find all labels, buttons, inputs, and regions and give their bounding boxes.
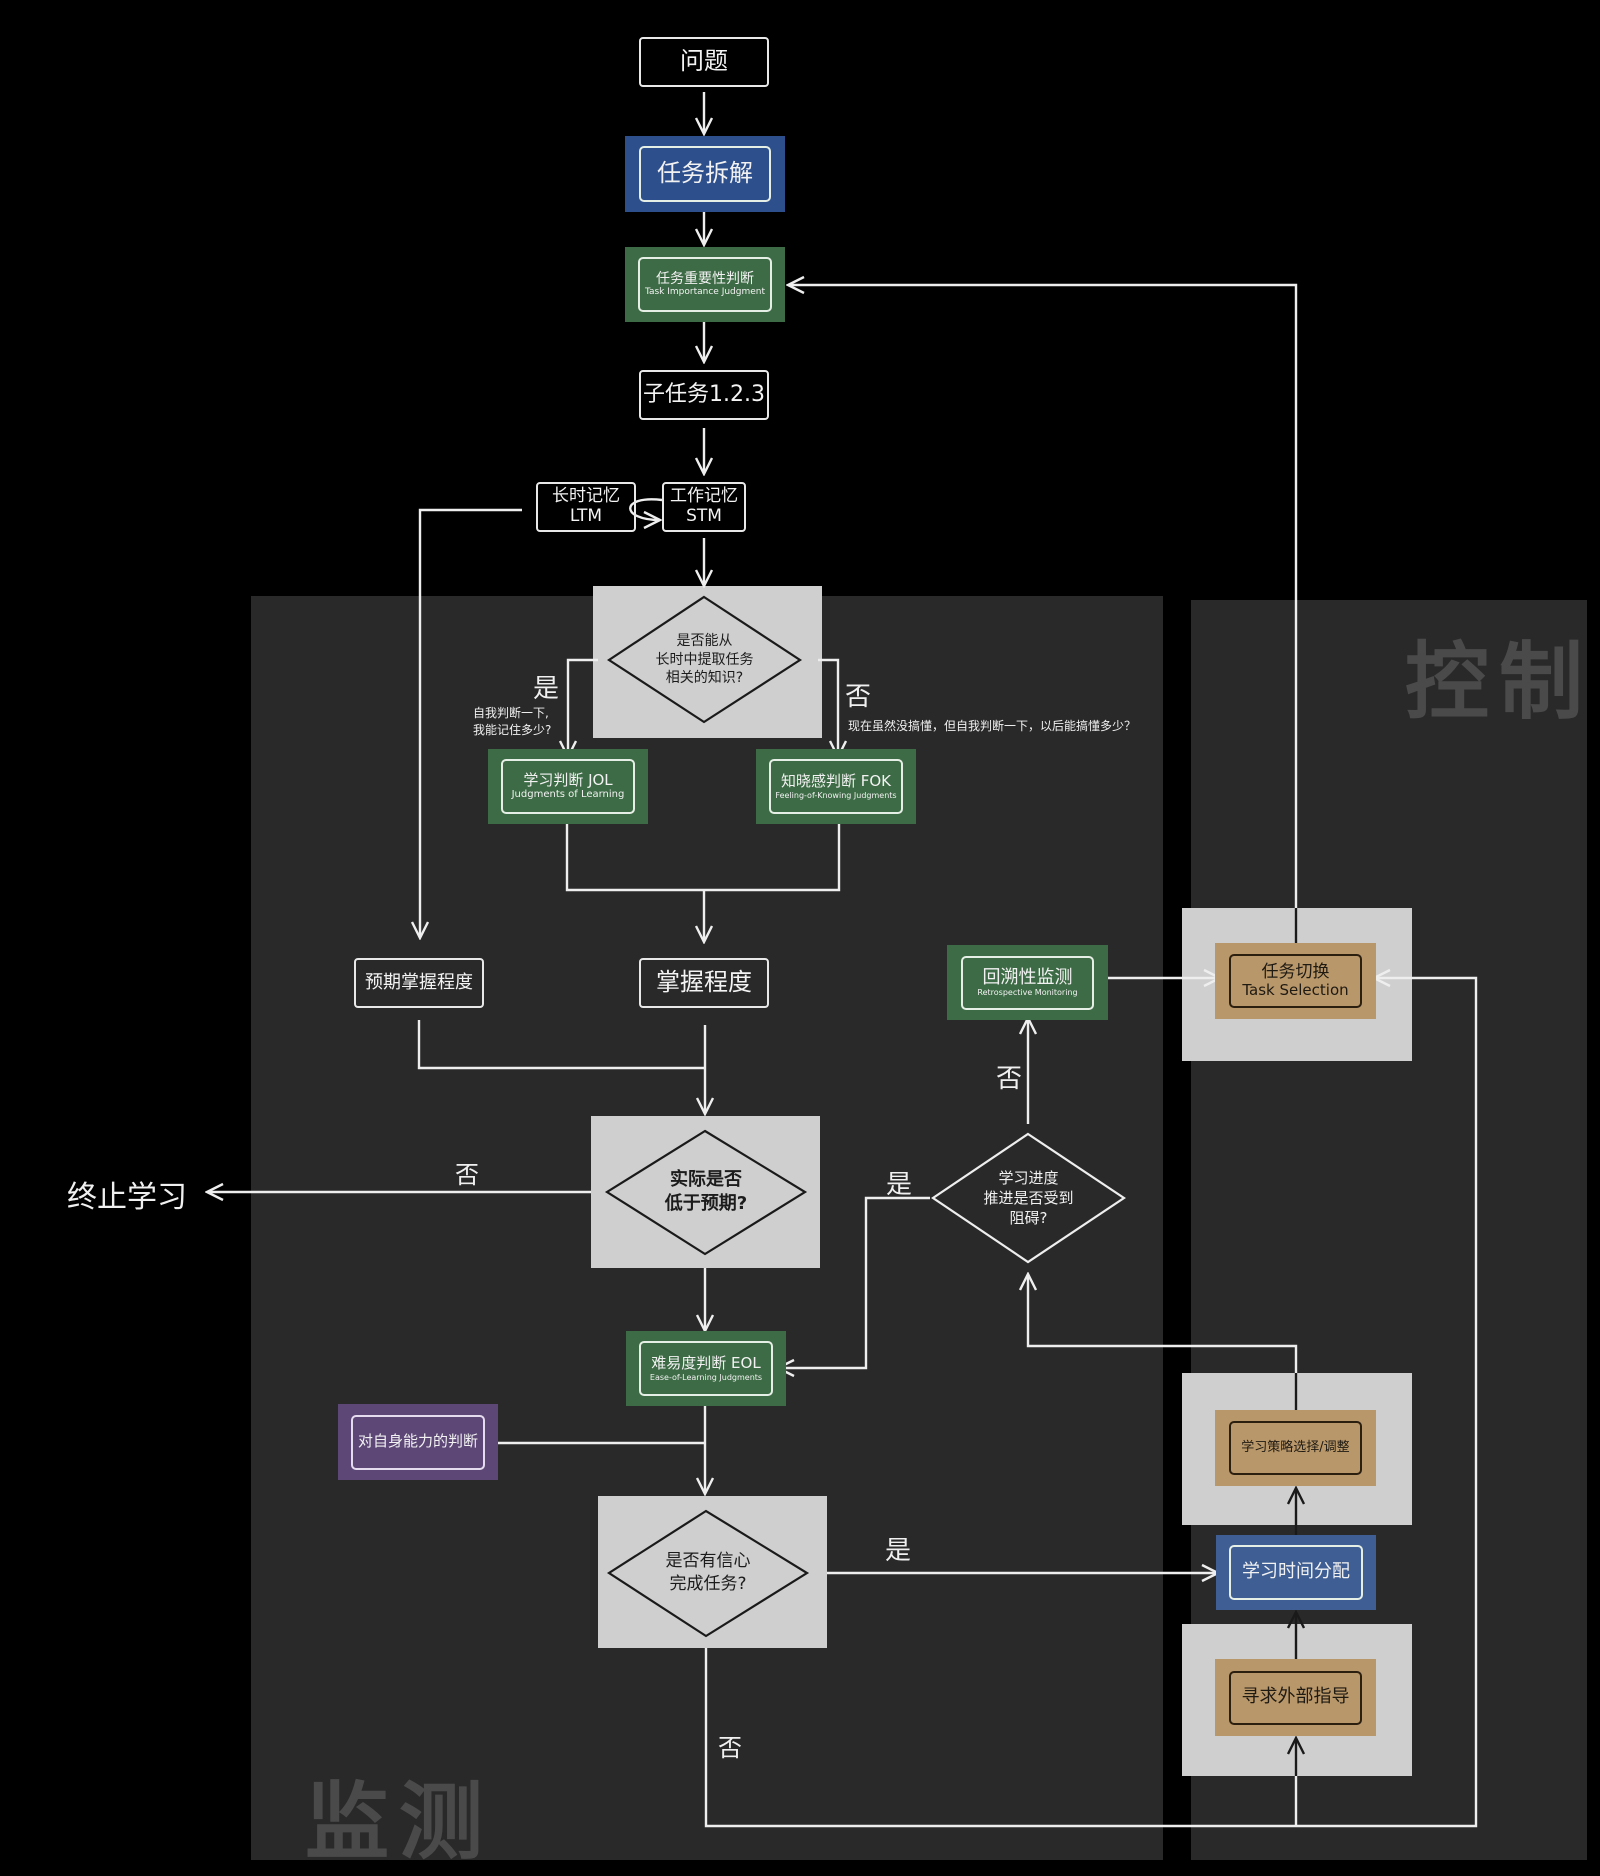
edge-ltm-to-expected: [420, 508, 522, 938]
jol-en: Judgments of Learning: [511, 789, 625, 801]
confident-decision-diamond: [606, 1509, 810, 1638]
external-help-label: 寻求外部指导: [1241, 1686, 1350, 1708]
time-allocation-label: 学习时间分配: [1242, 1561, 1350, 1583]
retrieve-line-2: 长时中提取任务: [655, 651, 754, 668]
confident-yes-label: 是: [885, 1536, 912, 1566]
blocked-line-3: 阻碍?: [1009, 1209, 1048, 1228]
below-expected-decision-backdrop: [591, 1116, 820, 1268]
task-selection-zh: 任务切换: [1261, 961, 1330, 982]
confident-decision-backdrop: [598, 1496, 827, 1648]
below-line-2: 低于预期?: [664, 1193, 748, 1214]
external-help-node: 寻求外部指导: [1215, 1659, 1376, 1736]
ltm-zh: 长时记忆: [552, 486, 620, 507]
confident-decision-text: 是否有信心 完成任务?: [609, 1541, 807, 1605]
expected-mastery-label: 预期掌握程度: [365, 971, 473, 993]
task-importance-node: 任务重要性判断 Task Importance Judgment: [625, 247, 785, 322]
below-no-label: 否: [455, 1161, 479, 1189]
jol-note: 自我判断一下, 我能记住多少?: [473, 705, 551, 740]
blocked-line-2: 推进是否受到: [983, 1188, 1074, 1207]
edge-ltm-stm-loop: [629, 498, 663, 520]
stm-en: STM: [686, 506, 722, 526]
subtasks-node: 子任务1.2.3: [639, 370, 769, 420]
retrospective-node: 回溯性监测 Retrospective Monitoring: [947, 945, 1108, 1020]
retrospective-en: Retrospective Monitoring: [977, 988, 1078, 998]
fok-note: 现在虽然没搞懂，但自我判断一下，以后能搞懂多少？: [848, 719, 1137, 733]
eol-node: 难易度判断 EOL Ease-of-Learning Judgments: [626, 1331, 786, 1406]
retrieve-yes-label: 是: [533, 674, 560, 704]
edge-selection-to-importance: [788, 285, 1298, 943]
edge-retrieve-no: [818, 658, 838, 757]
task-importance-en: Task Importance Judgment: [644, 287, 766, 298]
retrieve-line-3: 相关的知识?: [665, 670, 744, 687]
retrieve-line-1: 是否能从: [676, 632, 733, 649]
progress-blocked-decision-text: 学习进度 推进是否受到 阻碍?: [933, 1162, 1124, 1234]
monitor-panel-label: 监测: [305, 1773, 494, 1871]
mastery-node: 掌握程度: [639, 958, 769, 1008]
edge-jol-fok-merge: [565, 824, 841, 892]
stm-zh: 工作记忆: [670, 486, 738, 507]
progress-blocked-decision-diamond: [931, 1132, 1126, 1264]
confident-no-label: 否: [718, 1734, 742, 1762]
edge-confident-no-loop: [704, 978, 1478, 1828]
problem-label: 问题: [680, 47, 728, 76]
edge-strategy-to-blocked: [1028, 1274, 1298, 1410]
retrieve-decision-text: 是否能从 长时中提取任务 相关的知识?: [609, 620, 800, 700]
edge-retrieve-yes: [568, 658, 598, 757]
jol-note-line-2: 我能记住多少?: [473, 723, 552, 738]
fok-en: Feeling-of-Knowing Judgments: [775, 790, 897, 800]
jol-node: 学习判断 JOL Judgments of Learning: [488, 749, 648, 824]
jol-note-line-1: 自我判断一下,: [473, 706, 549, 720]
below-expected-decision-text: 实际是否 低于预期?: [607, 1160, 805, 1224]
ltm-node: 长时记忆 LTM: [536, 482, 636, 532]
jol-zh: 学习判断 JOL: [523, 771, 613, 790]
problem-node: 问题: [639, 37, 769, 87]
fok-node: 知晓感判断 FOK Feeling-of-Knowing Judgments: [756, 749, 916, 824]
task-selection-node: 任务切换 Task Selection: [1215, 943, 1376, 1019]
blocked-yes-label: 是: [886, 1170, 913, 1200]
retrospective-zh: 回溯性监测: [982, 966, 1073, 988]
task-selection-en: Task Selection: [1242, 981, 1349, 1000]
stop-learning-node: 终止学习: [67, 1180, 187, 1215]
retrieve-decision-diamond: [606, 595, 803, 724]
task-importance-zh: 任务重要性判断: [656, 271, 754, 288]
fok-zh: 知晓感判断 FOK: [780, 772, 892, 791]
ltm-en: LTM: [569, 506, 603, 526]
control-panel-label: 控制: [1405, 633, 1594, 731]
expected-mastery-node: 预期掌握程度: [354, 958, 484, 1008]
task-decomposition-node: 任务拆解: [625, 136, 785, 212]
time-allocation-node: 学习时间分配: [1216, 1535, 1376, 1610]
below-expected-decision-diamond: [604, 1129, 808, 1256]
below-line-1: 实际是否: [670, 1168, 742, 1190]
blocked-line-1: 学习进度: [998, 1168, 1059, 1187]
retrieve-no-label: 否: [845, 682, 872, 712]
self-ability-label: 对自身能力的判断: [357, 1432, 478, 1451]
strategy-node: 学习策略选择/调整: [1215, 1410, 1376, 1486]
eol-zh: 难易度判断 EOL: [651, 1354, 761, 1373]
stm-node: 工作记忆 STM: [662, 482, 746, 532]
retrieve-decision-backdrop: [593, 586, 822, 738]
blocked-no-label: 否: [996, 1064, 1023, 1094]
subtasks-label: 子任务1.2.3: [643, 382, 765, 408]
confident-line-1: 是否有信心: [665, 1551, 751, 1572]
confident-line-2: 完成任务?: [669, 1574, 747, 1594]
edge-expected-to-below: [417, 1020, 705, 1070]
edge-blocked-yes-to-eol: [778, 1196, 930, 1368]
task-decomposition-label: 任务拆解: [657, 159, 753, 188]
strategy-label: 学习策略选择/调整: [1241, 1439, 1350, 1455]
mastery-label: 掌握程度: [656, 968, 752, 997]
self-ability-node: 对自身能力的判断: [338, 1404, 498, 1480]
eol-en: Ease-of-Learning Judgments: [649, 1372, 763, 1382]
